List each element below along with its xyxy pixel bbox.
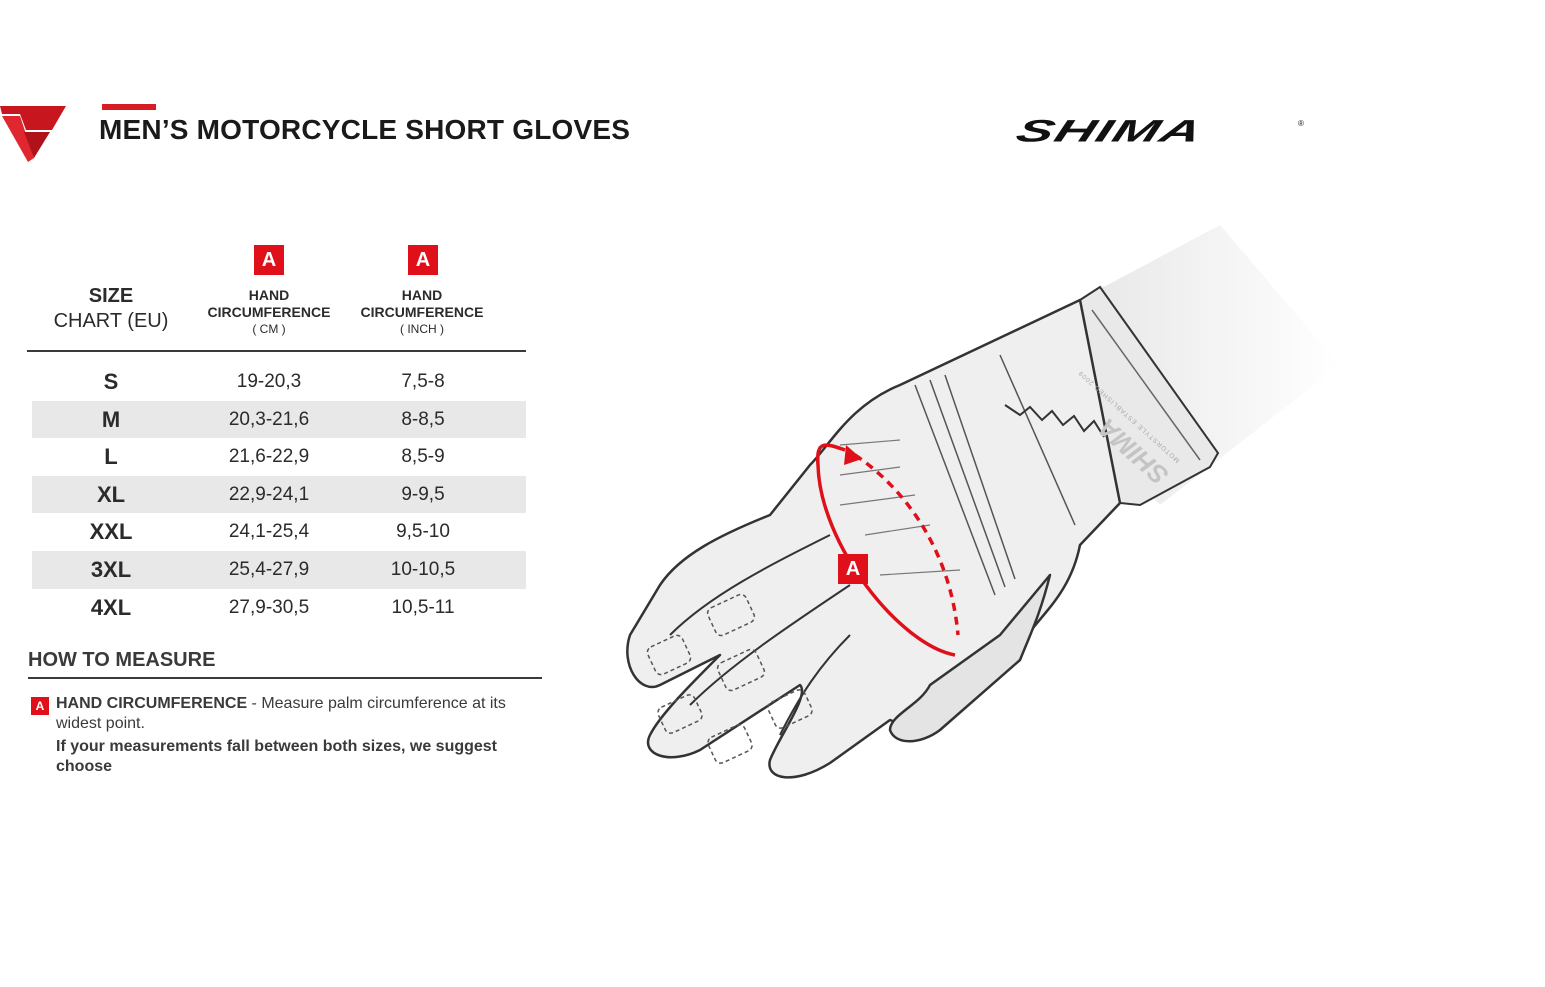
cm-cell: 22,9-24,1 <box>228 483 310 505</box>
inch-cell: 9-9,5 <box>401 483 445 505</box>
inch-cell: 10,5-11 <box>391 596 455 618</box>
size-cell: 4XL <box>90 594 132 620</box>
cm-cell: 20,3-21,6 <box>228 408 310 430</box>
how-to-measure-title: HOW TO MEASURE <box>28 649 216 671</box>
column-header-inch: HAND CIRCUMFERENCE ( INCH ) <box>337 287 507 337</box>
shima-logo: SHIMA ® <box>1012 117 1304 148</box>
column-header-inch-unit: ( INCH ) <box>400 322 444 336</box>
size-cell: XXL <box>89 519 133 545</box>
size-cell: 3XL <box>90 556 132 582</box>
size-table: S 19-20,3 7,5-8 M 20,3-21,6 8-8,5 L 21,6… <box>32 363 526 626</box>
table-row: M 20,3-21,6 8-8,5 <box>32 400 526 439</box>
inch-cell: 8,5-9 <box>401 446 445 468</box>
column-badge-cm: A <box>254 245 284 275</box>
size-cell: S <box>103 369 119 394</box>
cm-cell: 24,1-25,4 <box>228 521 310 543</box>
measure-arrow-icon <box>844 445 862 465</box>
table-row: XL 22,9-24,1 9-9,5 <box>32 475 526 514</box>
measure-loop-solid <box>816 443 956 657</box>
table-row: S 19-20,3 7,5-8 <box>32 363 526 401</box>
cm-cell: 25,4-27,9 <box>228 558 310 580</box>
inch-cell: 9,5-10 <box>396 521 450 543</box>
glove-illustration: SHIMA MOTORSTYLE ESTABLISHED 2009 <box>626 225 1340 779</box>
title-accent-bar <box>102 104 156 110</box>
inch-cell: 10-10,5 <box>390 558 456 580</box>
how-to-measure-text: HAND CIRCUMFERENCE - Measure palm circum… <box>56 694 542 777</box>
size-header-light: CHART (EU) <box>53 310 169 332</box>
cm-cell: 27,9-30,5 <box>228 596 310 618</box>
size-suggestion: If your measurements fall between both s… <box>56 738 498 775</box>
measure-item-text: - Measure palm circumference at its wide… <box>56 695 506 732</box>
cm-cell: 21,6-22,9 <box>228 446 310 468</box>
how-to-measure-divider <box>28 677 542 679</box>
column-header-cm-unit: ( CM ) <box>252 322 286 336</box>
glove-measure-badge: A <box>838 554 868 584</box>
page-title: MEN’S MOTORCYCLE SHORT GLOVES <box>99 114 631 145</box>
column-header-cm-line1: HAND <box>248 287 290 303</box>
size-chart-header: SIZE CHART (EU) <box>28 284 194 334</box>
svg-text:SHIMA: SHIMA <box>1012 117 1208 148</box>
column-badge-inch: A <box>408 245 438 275</box>
glove-body <box>626 298 1122 779</box>
table-header-divider <box>27 350 526 352</box>
brand-chevron-icon <box>0 106 66 162</box>
svg-text:®: ® <box>1298 119 1304 128</box>
measure-loop-dashed <box>854 453 960 636</box>
column-header-inch-line2: CIRCUMFERENCE <box>360 304 484 320</box>
size-cell: L <box>104 444 118 470</box>
column-header-cm: HAND CIRCUMFERENCE ( CM ) <box>184 287 354 337</box>
glove-thumb <box>888 573 1052 743</box>
table-row: 4XL 27,9-30,5 10,5-11 <box>32 589 526 627</box>
inch-cell: 8-8,5 <box>401 408 445 430</box>
table-row: XXL 24,1-25,4 9,5-10 <box>32 513 526 551</box>
measure-item-label: HAND CIRCUMFERENCE <box>56 695 248 712</box>
inch-cell: 7,5-8 <box>401 371 445 392</box>
table-row: 3XL 25,4-27,9 10-10,5 <box>32 550 526 589</box>
column-header-cm-line2: CIRCUMFERENCE <box>207 304 331 320</box>
table-row: L 21,6-22,9 8,5-9 <box>32 438 526 476</box>
cm-cell: 19-20,3 <box>236 371 302 392</box>
size-cell: M <box>101 406 121 432</box>
size-header-bold: SIZE <box>88 285 134 307</box>
column-header-inch-line1: HAND <box>401 287 443 303</box>
measure-badge: A <box>31 697 49 715</box>
size-cell: XL <box>96 481 126 507</box>
